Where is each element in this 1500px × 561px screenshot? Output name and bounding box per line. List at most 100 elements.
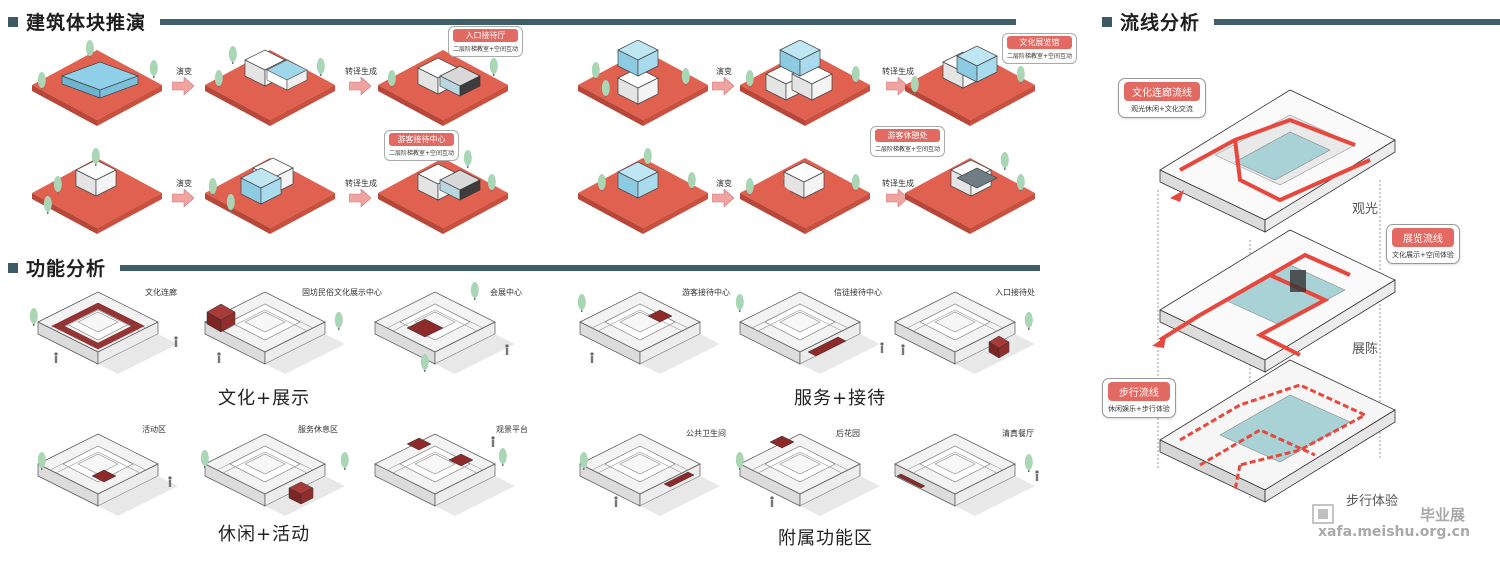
- evolve-arrow-label: 演变: [716, 67, 732, 76]
- section-square-icon: [8, 16, 18, 27]
- callout-title: 游客接待中心: [389, 133, 455, 146]
- callout-title: 文化展览馆: [1007, 36, 1073, 49]
- callout-subtitle: 二层阶梯教室+空间互动: [875, 146, 941, 153]
- layer-label-bottom: 步行体验: [1346, 494, 1399, 509]
- function-label: 会展中心: [490, 288, 522, 297]
- function-label: 文化连廊: [145, 288, 177, 297]
- massing-section-header: 建筑体块推演: [8, 8, 1017, 35]
- function-diagram-culture-corridor: [28, 282, 188, 382]
- layer-label-top: 观光: [1352, 202, 1379, 217]
- massing-panel-10: [578, 148, 713, 243]
- function-diagram-back-garden: [730, 424, 890, 524]
- function-label: 清真餐厅: [1002, 429, 1034, 438]
- callout-subtitle: 二层阶梯教室+空间互动: [389, 150, 455, 157]
- transform-arrow-label: 转译生成: [882, 67, 914, 76]
- transform-arrow-label: 转译生成: [345, 67, 377, 76]
- function-label: 公共卫生间: [686, 429, 726, 438]
- evolve-arrow: 演变: [711, 178, 736, 213]
- watermark-logo-icon: [1312, 504, 1334, 528]
- function-diagram-exhibition-center: [365, 282, 525, 382]
- evolve-arrow: 演变: [171, 66, 196, 101]
- watermark-brand: 毕业展: [1420, 506, 1466, 524]
- flow-callout-title: 文化连廊流线: [1124, 82, 1200, 101]
- function-label: 服务休息区: [298, 425, 338, 434]
- block-arrow-icon: [711, 76, 735, 96]
- function-label: 后花园: [836, 429, 860, 438]
- callout-visitor-rest: 游客休憩处 二层阶梯教室+空间互动: [870, 126, 946, 157]
- callout-title: 入口接待厅: [453, 29, 519, 42]
- massing-panel-4: [578, 40, 713, 135]
- massing-panel-5: [740, 40, 875, 135]
- transform-arrow-label: 转译生成: [345, 179, 377, 188]
- flow-callout-subtitle: 观光休闲+文化交流: [1131, 105, 1193, 113]
- flow-callout-walking: 步行流线 休闲娱乐+步行体验: [1102, 378, 1176, 418]
- transform-arrow: 转译生成: [345, 66, 377, 101]
- massing-panel-3: [378, 40, 513, 135]
- evolve-arrow-label: 演变: [176, 179, 192, 188]
- function-label: 活动区: [142, 425, 166, 434]
- layer-label-middle: 展陈: [1352, 342, 1379, 357]
- evolve-arrow-label: 演变: [716, 179, 732, 188]
- function-diagram-believer-center: [730, 282, 890, 382]
- massing-panel-7: [32, 148, 167, 243]
- function-diagram-halal-restaurant: [885, 424, 1045, 524]
- flow-callout-culture-corridor: 文化连廊流线 观光休闲+文化交流: [1118, 78, 1206, 118]
- function-diagram-service-rest-area: [195, 424, 355, 524]
- flow-callout-title: 展览流线: [1392, 228, 1454, 247]
- transform-arrow: 转译生成: [345, 178, 377, 213]
- callout-visitor-center: 游客接待中心 二层阶梯教室+空间互动: [384, 130, 460, 161]
- circulation-section-header: 流线分析: [1102, 8, 1500, 35]
- function-diagram-viewing-platform: [365, 424, 525, 524]
- header-bar: [1214, 18, 1500, 25]
- circulation-section-title: 流线分析: [1120, 12, 1201, 34]
- watermark-url: xafa.meishu.org.cn: [1318, 524, 1470, 540]
- flow-callout-title: 步行流线: [1108, 382, 1170, 401]
- function-diagram-folk-culture-center: [195, 282, 355, 382]
- function-label: 固坊民俗文化展示中心: [302, 288, 382, 297]
- massing-panel-12: [905, 148, 1040, 243]
- massing-panel-9: [378, 148, 513, 243]
- floor-plate-bottom: [1159, 359, 1396, 503]
- function-diagram-activity-area: [28, 424, 188, 524]
- function-section-header: 功能分析: [8, 254, 1041, 281]
- massing-panel-2: [205, 40, 340, 135]
- callout-title: 游客休憩处: [875, 129, 941, 142]
- callout-subtitle: 二层阶梯教室+空间互动: [1007, 53, 1073, 60]
- function-section-title: 功能分析: [26, 258, 107, 280]
- function-label: 游客接待中心: [682, 288, 730, 297]
- transform-arrow: 转译生成: [882, 66, 914, 101]
- floor-plate-top: [1159, 89, 1396, 233]
- circulation-exploded-axonometric: [1140, 70, 1410, 515]
- group-label-auxiliary: 附属功能区: [778, 528, 873, 549]
- massing-panel-8: [205, 148, 340, 243]
- function-diagram-public-restroom: [570, 424, 730, 524]
- transform-arrow-label: 转译生成: [882, 179, 914, 188]
- callout-entrance-hall: 入口接待厅 二层阶梯教室+空间互动: [448, 26, 524, 57]
- transform-arrow: 转译生成: [882, 178, 914, 213]
- evolve-arrow: 演变: [171, 178, 196, 213]
- block-arrow-icon: [348, 188, 372, 208]
- flow-callout-subtitle: 休闲娱乐+步行体验: [1108, 405, 1170, 413]
- block-arrow-icon: [711, 188, 735, 208]
- callout-subtitle: 二层阶梯教室+空间互动: [453, 46, 519, 53]
- block-arrow-icon: [171, 76, 195, 96]
- flow-callout-exhibition: 展览流线 文化展示+空间体验: [1386, 224, 1460, 264]
- section-square-icon: [1102, 16, 1112, 27]
- evolve-arrow-label: 演变: [176, 67, 192, 76]
- function-diagram-entrance-reception: [885, 282, 1045, 382]
- evolve-arrow: 演变: [711, 66, 736, 101]
- header-bar: [160, 18, 1017, 25]
- group-label-service: 服务+接待: [794, 388, 887, 409]
- group-label-leisure: 休闲+活动: [218, 524, 311, 545]
- callout-culture-exhibition: 文化展览馆 二层阶梯教室+空间互动: [1002, 33, 1078, 64]
- massing-panel-11: [740, 148, 875, 243]
- block-arrow-icon: [348, 76, 372, 96]
- floor-plate-middle: [1152, 229, 1396, 373]
- massing-panel-1: [32, 40, 167, 135]
- massing-section-title: 建筑体块推演: [26, 12, 147, 34]
- function-label: 入口接待处: [995, 288, 1035, 297]
- section-square-icon: [8, 262, 18, 273]
- flow-callout-subtitle: 文化展示+空间体验: [1392, 251, 1454, 259]
- block-arrow-icon: [171, 188, 195, 208]
- group-label-culture: 文化+展示: [218, 388, 311, 409]
